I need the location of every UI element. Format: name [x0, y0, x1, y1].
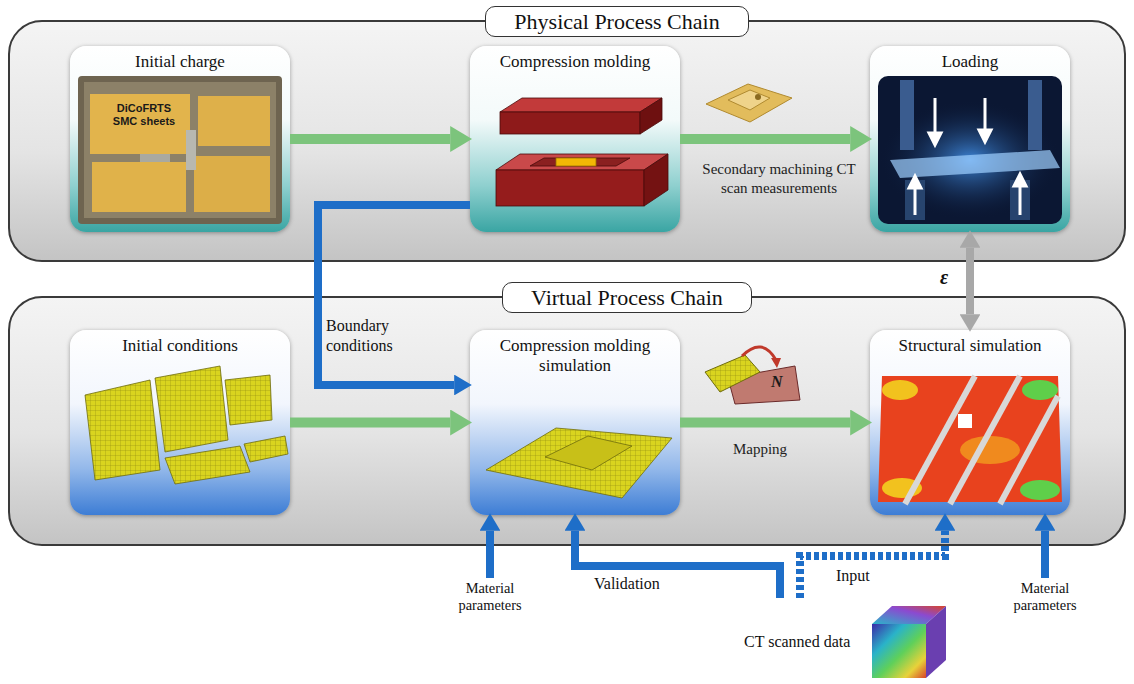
edge-label: Input	[836, 566, 870, 585]
symbol-label: N	[771, 373, 783, 391]
structural-result	[878, 376, 1062, 504]
charge-photo	[78, 76, 282, 224]
process-arrow	[486, 531, 494, 578]
process-arrow	[575, 531, 780, 598]
edge-label: Secondary machining CT scan measurements	[690, 160, 868, 198]
box-title: Initial charge	[76, 52, 284, 72]
loading-photo	[878, 76, 1062, 224]
part-figure	[706, 84, 792, 122]
edge-label: Boundary conditions	[326, 316, 426, 356]
input-label: Material parameters	[995, 578, 1095, 626]
mold-figure	[496, 98, 668, 206]
process-arrow	[680, 418, 850, 428]
mesh-pieces	[85, 366, 288, 484]
process-arrow	[290, 134, 450, 144]
box-title: Initial conditions	[76, 336, 284, 356]
input-text: Material parameters	[995, 580, 1095, 615]
mapping-figure	[705, 347, 800, 404]
band-title: Physical Process Chain	[485, 6, 748, 37]
process-arrow	[680, 134, 850, 144]
input-text: Material parameters	[440, 580, 540, 615]
process-arrow	[800, 531, 945, 598]
process-arrow	[966, 248, 974, 314]
source-text: CT scanned data	[744, 632, 850, 651]
ct-cube	[872, 606, 946, 678]
process-arrow	[1041, 531, 1049, 578]
box-title: Compression molding simulation	[492, 336, 658, 377]
edge-label: Validation	[594, 574, 660, 593]
box-title: Structural simulation	[876, 336, 1064, 356]
edge-label: Mapping	[712, 440, 808, 459]
process-arrow	[290, 418, 450, 428]
band-title: Virtual Process Chain	[502, 282, 752, 313]
edge-label: ε	[940, 266, 948, 288]
photo-caption: DiCoFRTS SMC sheets	[104, 102, 184, 128]
box-title: Compression molding	[476, 52, 674, 72]
process-arrow	[318, 205, 470, 385]
molding-sim-mesh	[486, 428, 672, 498]
box-title: Loading	[876, 52, 1064, 72]
input-label: Material parameters	[440, 578, 540, 626]
